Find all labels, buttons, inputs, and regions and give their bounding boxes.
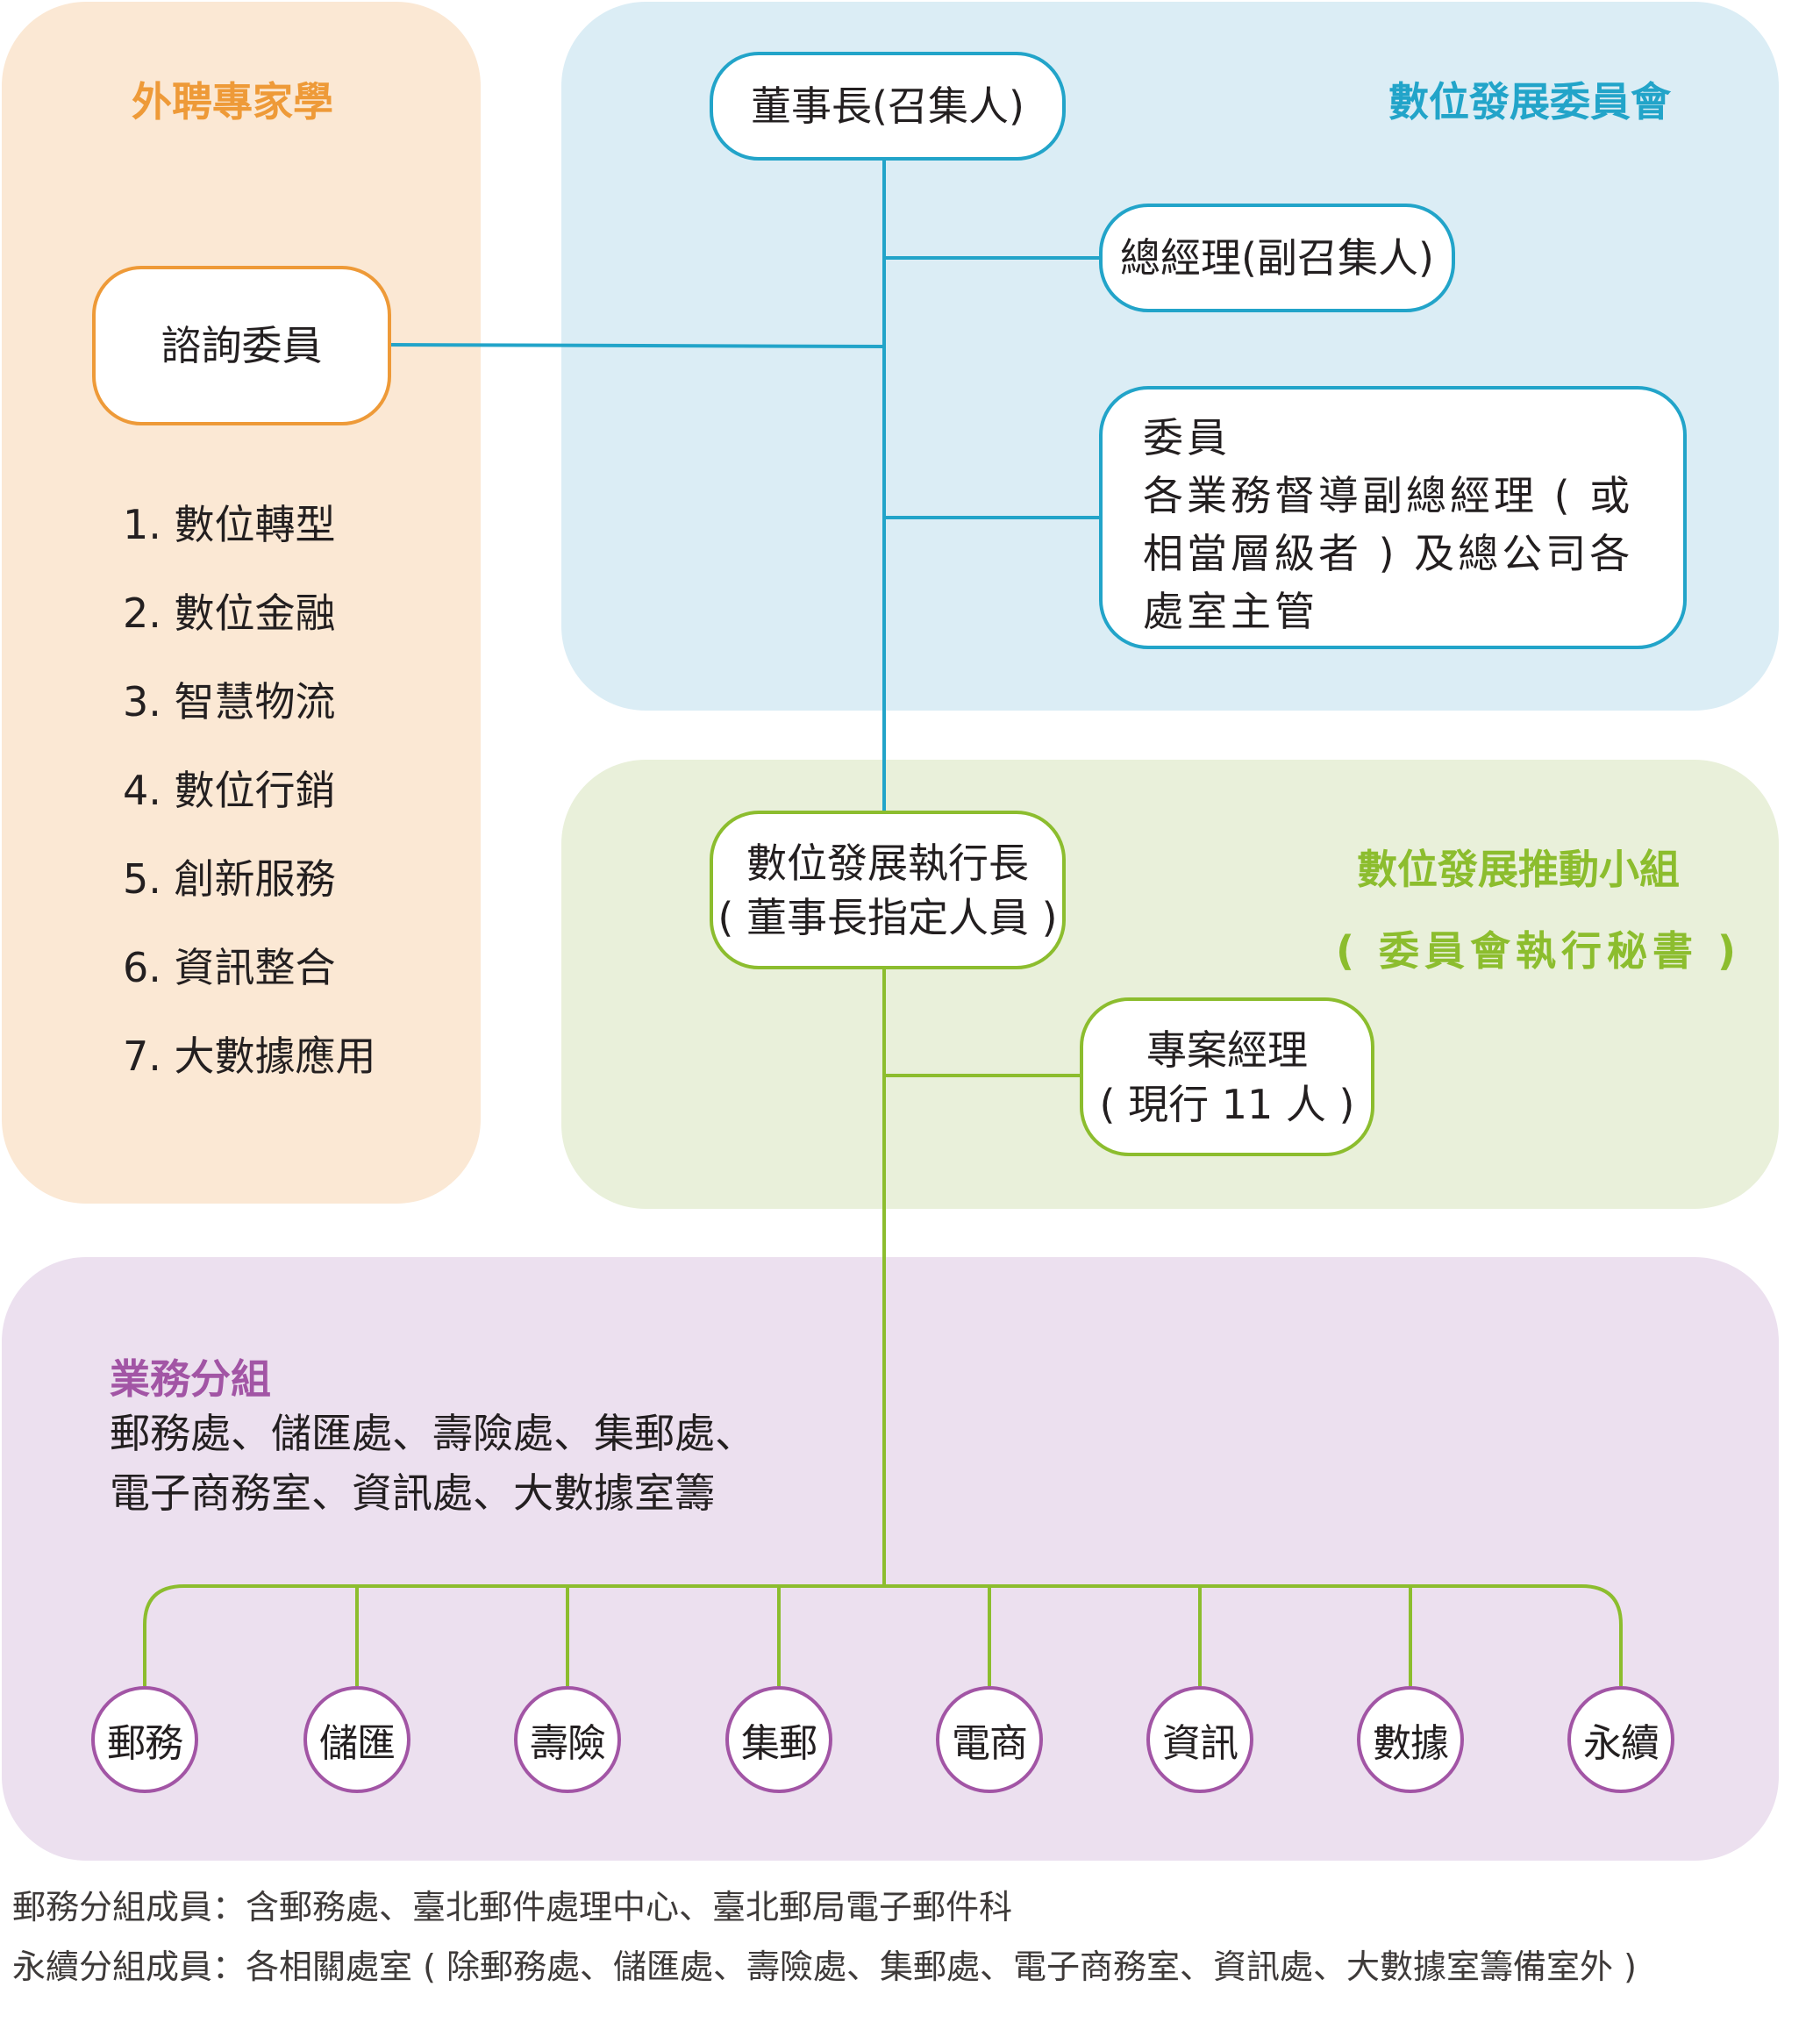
pm-box: 專案經理 ( 現行 11 人 )	[1080, 997, 1374, 1156]
pm-sublabel: ( 現行 11 人 )	[1099, 1080, 1355, 1128]
chairman-label: 董事長(召集人)	[751, 82, 1024, 130]
list-item: 7. 大數據應用	[123, 1033, 376, 1080]
list-item: 1. 數位轉型	[123, 501, 336, 548]
business-desc-line: 郵務處、儲匯處、壽險處、集郵處、	[110, 1410, 755, 1457]
footnote-sustainability-members: 永續分組成員：各相關處室 ( 除郵務處、儲匯處、壽險處、集郵處、電子商務室、資訊…	[12, 1948, 1637, 1986]
chairman-box: 董事長(召集人)	[710, 52, 1066, 161]
experts-title: 外聘專家學	[132, 78, 333, 125]
ceo-box: 數位發展執行長 ( 董事長指定人員 )	[710, 811, 1066, 969]
task-force-title: 數位發展推動小組	[1357, 846, 1680, 893]
connector-to-advisor	[390, 343, 885, 348]
business-desc-line: 電子商務室、資訊處、大數據室籌	[110, 1469, 715, 1517]
ceo-sublabel: ( 董事長指定人員 )	[717, 893, 1058, 941]
list-item: 3. 智慧物流	[123, 678, 336, 725]
ceo-label: 數位發展執行長	[746, 839, 1029, 887]
members-box: 委員 各業務督導副總經理 ( 或 相當層級者 ) 及總公司各 處室主管	[1099, 386, 1687, 649]
gm-label: 總經理(副召集人)	[1120, 234, 1434, 282]
task-force-subtitle: ( 委員會執行秘書 )	[1336, 927, 1742, 975]
group-circle-sustainability: 永續	[1567, 1686, 1674, 1793]
list-item: 5. 創新服務	[123, 855, 336, 903]
footnote-postal-members: 郵務分組成員：含郵務處、臺北郵件處理中心、臺北郵局電子郵件科	[12, 1888, 1013, 1926]
connector-group-bus	[143, 1584, 1623, 1686]
group-circle-insurance: 壽險	[514, 1686, 621, 1793]
gm-box: 總經理(副召集人)	[1099, 204, 1455, 312]
committee-title: 數位發展委員會	[1388, 78, 1671, 125]
group-circle-savings: 儲匯	[303, 1686, 410, 1793]
group-circle-data: 數據	[1357, 1686, 1464, 1793]
experts-panel	[2, 2, 481, 1204]
group-circle-postal: 郵務	[91, 1686, 198, 1793]
members-title: 委員	[1143, 414, 1231, 461]
advisor-label: 諮詢委員	[161, 322, 323, 369]
group-circle-it: 資訊	[1146, 1686, 1253, 1793]
list-item: 6. 資訊整合	[123, 944, 336, 991]
business-title: 業務分組	[110, 1355, 271, 1403]
advisor-box: 諮詢委員	[92, 266, 391, 425]
group-circle-ecommerce: 電商	[936, 1686, 1043, 1793]
business-description: 郵務處、儲匯處、壽險處、集郵處、 電子商務室、資訊處、大數據室籌	[110, 1404, 755, 1523]
members-desc-line: 各業務督導副總經理 ( 或	[1143, 472, 1634, 519]
members-desc-line: 處室主管	[1143, 588, 1318, 635]
business-panel	[2, 1257, 1779, 1861]
pm-label: 專案經理	[1146, 1026, 1308, 1074]
group-circle-philately: 集郵	[725, 1686, 832, 1793]
expert-topic-list: 1. 數位轉型 2. 數位金融 3. 智慧物流 4. 數位行銷 5. 創新服務 …	[123, 481, 376, 1101]
members-desc-line: 相當層級者 ) 及總公司各	[1143, 530, 1634, 577]
footnotes: 郵務分組成員：含郵務處、臺北郵件處理中心、臺北郵局電子郵件科 永續分組成員：各相…	[12, 1877, 1637, 1997]
list-item: 4. 數位行銷	[123, 767, 336, 814]
list-item: 2. 數位金融	[123, 590, 336, 637]
